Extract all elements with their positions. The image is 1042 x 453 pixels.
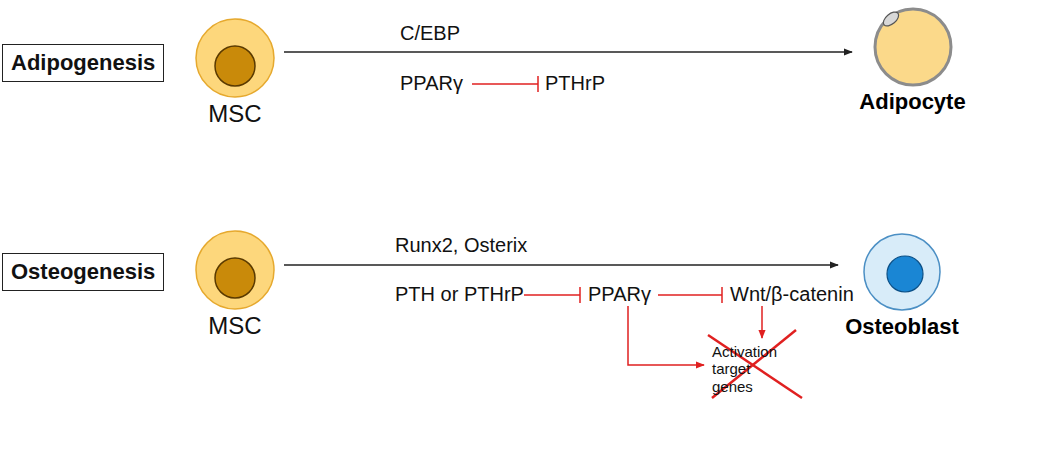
inhibition-line bbox=[658, 294, 722, 296]
arrow-connector bbox=[284, 264, 838, 266]
cell-node: Adipocyte bbox=[856, 5, 969, 115]
cell-nucleus bbox=[880, 9, 900, 28]
node-text: Osteogenesis bbox=[11, 259, 155, 284]
node-text: Osteoblast bbox=[842, 314, 962, 340]
activation-arrow bbox=[628, 306, 704, 365]
arrow-connector bbox=[284, 51, 852, 53]
cross-mark bbox=[712, 330, 796, 398]
cell-nucleus bbox=[215, 258, 255, 298]
node-text: Adipocyte bbox=[856, 89, 969, 115]
cell-node: MSC bbox=[190, 16, 280, 128]
inhibition-bar bbox=[579, 287, 581, 303]
cell-nucleus bbox=[887, 256, 923, 292]
inhibition-line bbox=[524, 294, 580, 296]
node-text: MSC bbox=[190, 100, 280, 128]
cell-body bbox=[196, 19, 274, 97]
activation-arrow bbox=[761, 306, 763, 338]
cell-body bbox=[875, 9, 951, 85]
cell-node: Osteoblast bbox=[842, 230, 962, 340]
factor-label: PTHrP bbox=[545, 72, 605, 95]
note-label: Activation target genes bbox=[712, 343, 792, 395]
edge-label: Runx2, Osterix bbox=[395, 234, 527, 257]
cell-icon bbox=[860, 230, 944, 314]
factor-label: PTH or PTHrP bbox=[395, 283, 524, 306]
cell-nucleus bbox=[215, 46, 255, 86]
cross-mark bbox=[708, 335, 802, 398]
cell-icon bbox=[871, 5, 955, 89]
inhibition-line bbox=[472, 83, 538, 85]
node-text: Adipogenesis bbox=[11, 50, 155, 75]
cell-node: MSC bbox=[190, 228, 280, 340]
cell-icon bbox=[193, 16, 277, 100]
factor-label: PPARγ bbox=[400, 72, 463, 95]
cell-icon bbox=[193, 228, 277, 312]
edge-label: C/EBP bbox=[400, 22, 460, 45]
inhibition-bar bbox=[537, 76, 539, 92]
inhibition-bar bbox=[721, 287, 723, 303]
process-box: Osteogenesis bbox=[2, 253, 164, 291]
node-text: MSC bbox=[190, 312, 280, 340]
cell-body bbox=[196, 231, 274, 309]
factor-label: PPARγ bbox=[588, 283, 651, 306]
process-box: Adipogenesis bbox=[2, 44, 164, 82]
factor-label: Wnt/β-catenin bbox=[730, 283, 854, 306]
cell-body bbox=[864, 234, 940, 310]
